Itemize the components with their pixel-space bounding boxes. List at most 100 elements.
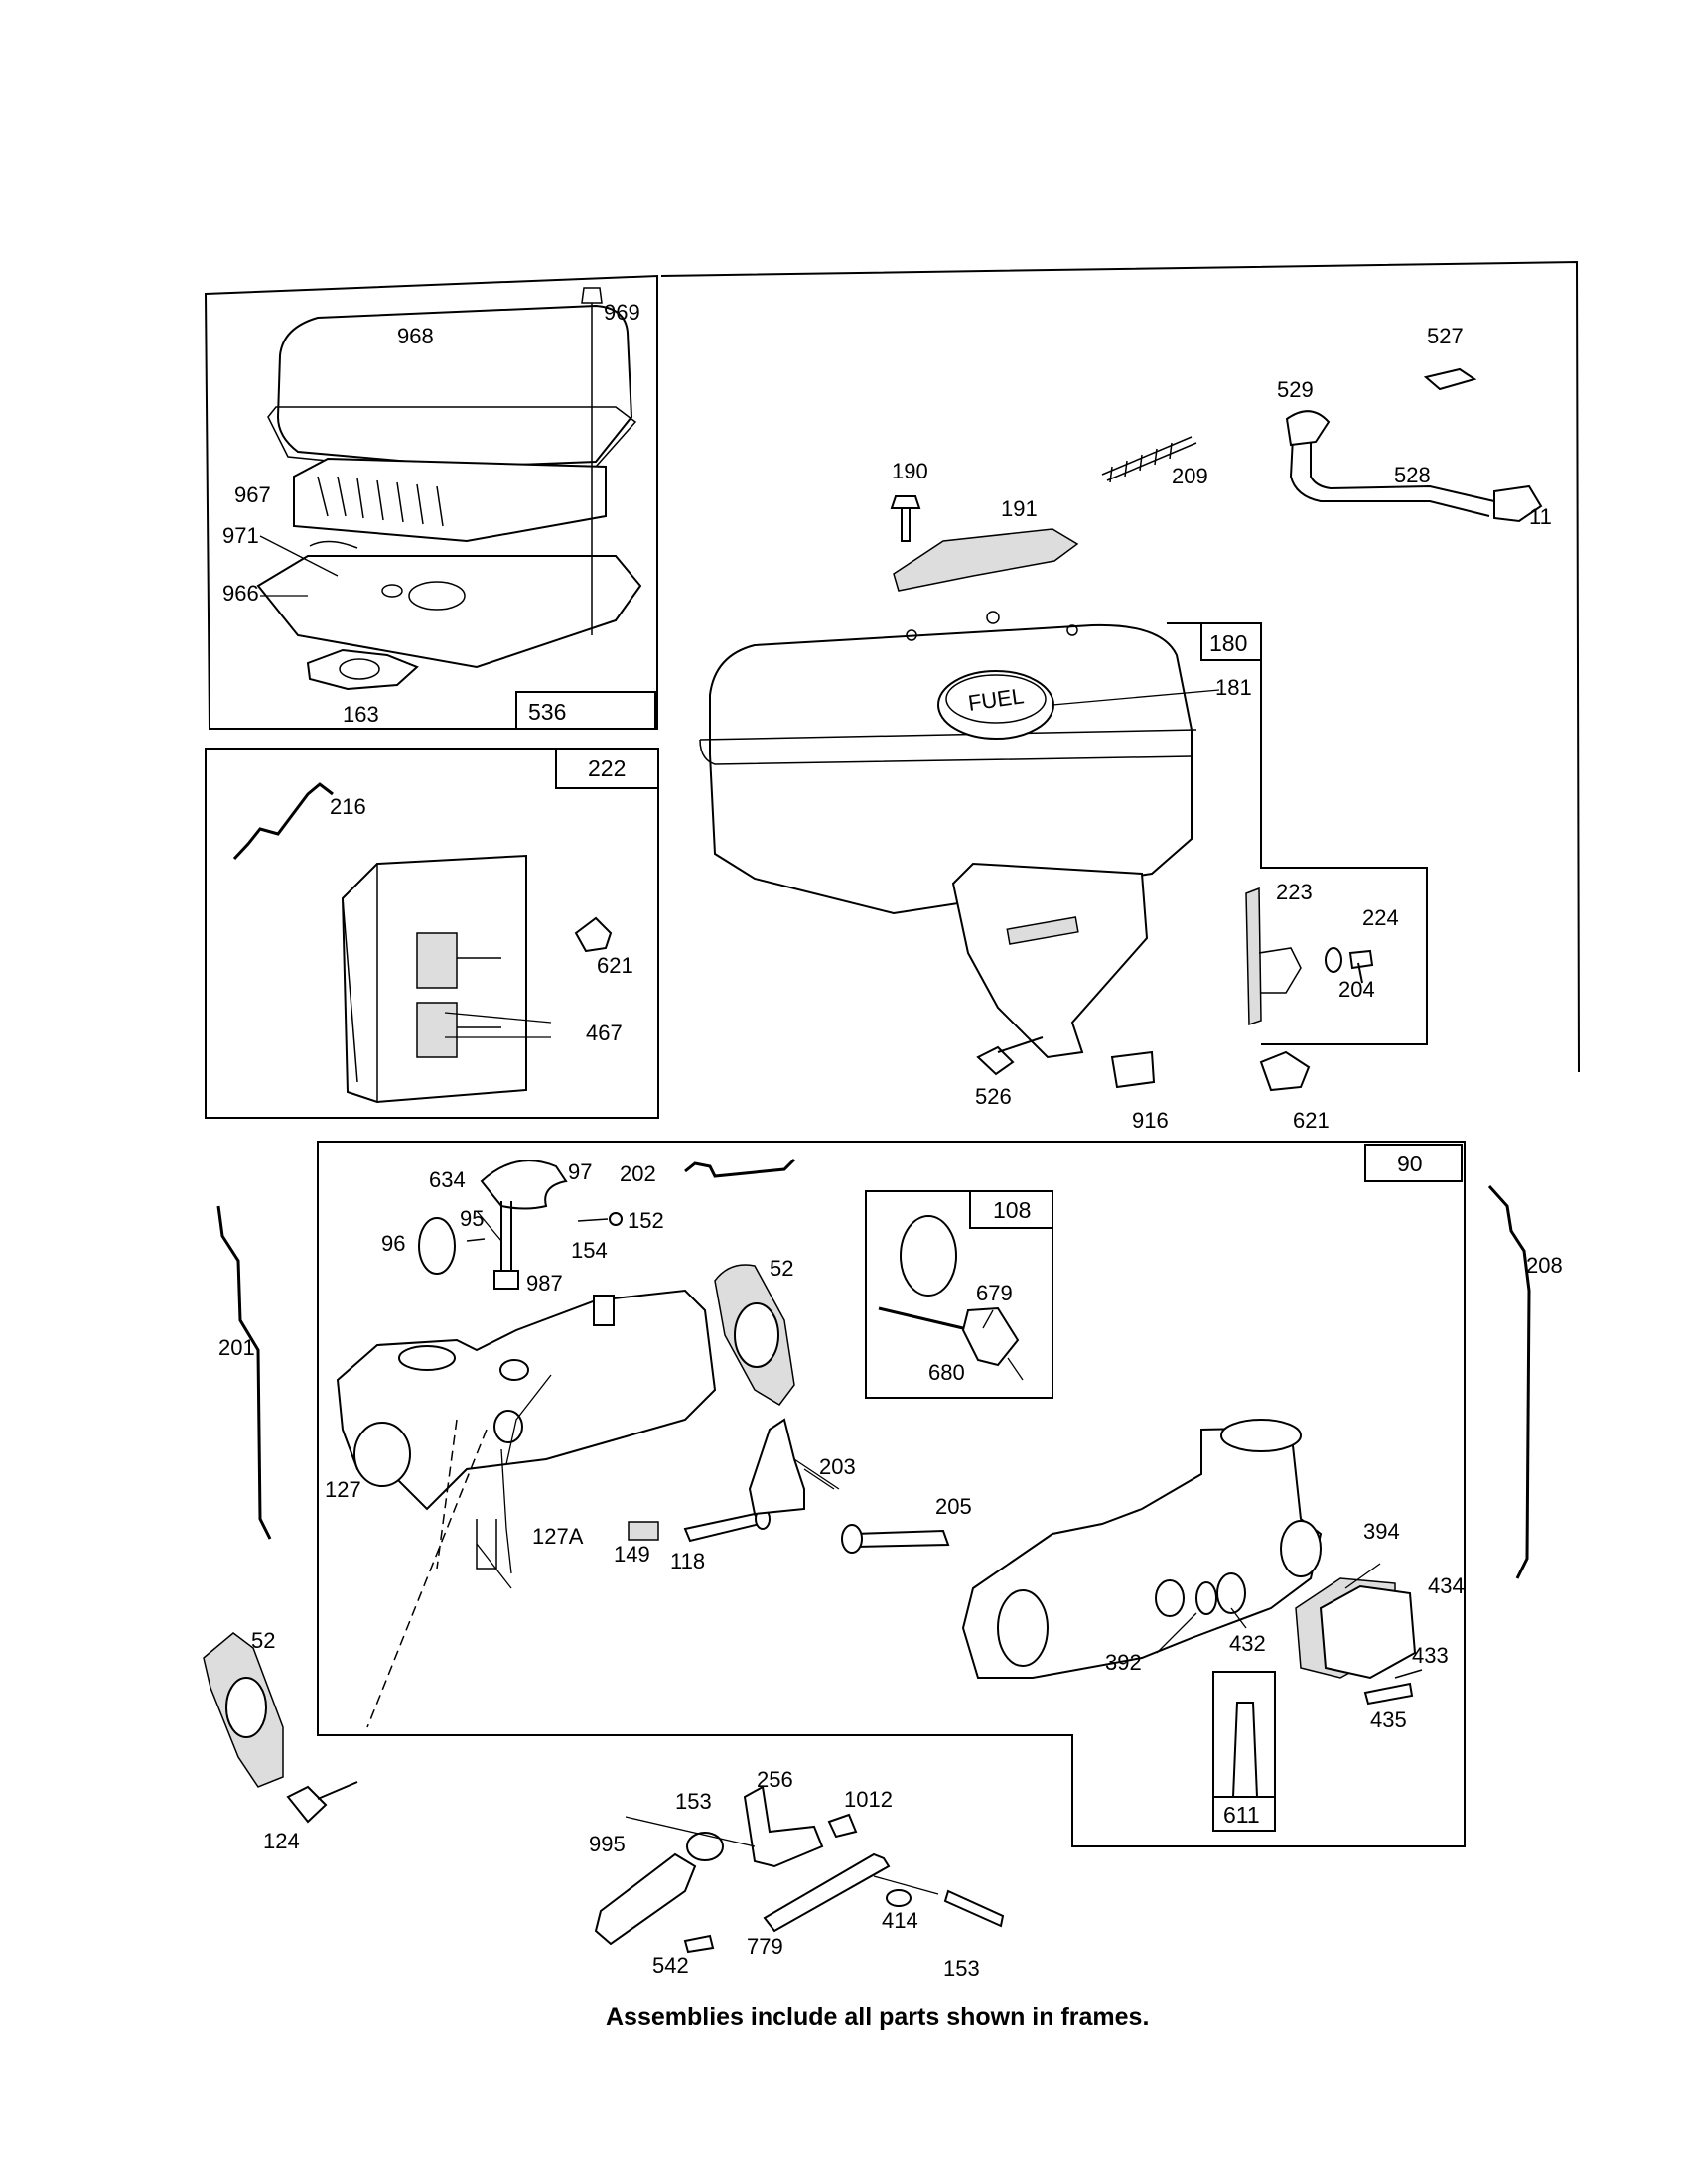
washer-414 <box>886 1889 912 1907</box>
frame-108 <box>865 1190 1053 1399</box>
part-label-152: 152 <box>628 1208 664 1233</box>
clip-527 <box>1423 367 1477 391</box>
assembly-180-label: 180 <box>1209 630 1247 656</box>
rod-208 <box>1487 1184 1531 1579</box>
part-label-127a: 127A <box>532 1524 584 1549</box>
assembly-222-parts <box>232 782 613 1104</box>
part-label-621-a: 621 <box>597 953 633 978</box>
part-label-621-b: 621 <box>1293 1108 1330 1133</box>
frame-536 <box>204 274 658 730</box>
part-label-205: 205 <box>935 1494 972 1519</box>
clip-916 <box>1110 1050 1156 1089</box>
throttle-plate-97 <box>480 1160 568 1210</box>
part-label-680: 680 <box>928 1360 965 1385</box>
part-label-435: 435 <box>1370 1707 1407 1732</box>
part-label-118: 118 <box>670 1549 705 1573</box>
part-label-968: 968 <box>397 324 434 348</box>
frame-180 <box>1167 622 1428 1045</box>
screw-435 <box>1363 1682 1414 1706</box>
part-label-191: 191 <box>1001 496 1038 521</box>
part-label-202: 202 <box>620 1161 656 1186</box>
bushing-153 <box>686 1832 724 1861</box>
screw-542 <box>683 1934 715 1954</box>
diaphragm-108 <box>900 1215 957 1297</box>
part-label-971: 971 <box>222 523 259 548</box>
carburetor-body-alt <box>961 1426 1323 1679</box>
air-cleaner-assembly <box>256 287 642 691</box>
assembly-labels: 536 222 180 90 108 611 <box>528 630 1423 1828</box>
part-label-124: 124 <box>263 1829 300 1853</box>
part-label-163: 163 <box>343 702 379 727</box>
part-label-995: 995 <box>589 1832 626 1856</box>
screw-1012 <box>827 1813 858 1839</box>
part-label-394: 394 <box>1363 1519 1400 1544</box>
lever-779 <box>763 1852 891 1933</box>
gasket-163 <box>306 648 419 691</box>
bolt-526 <box>976 1036 1044 1076</box>
part-label-527: 527 <box>1427 324 1464 348</box>
part-label-209: 209 <box>1172 464 1208 488</box>
air-filter-element <box>293 457 607 543</box>
governor-parts <box>203 1632 1005 1954</box>
part-label-153-b: 153 <box>943 1956 980 1980</box>
part-label-529: 529 <box>1277 377 1314 402</box>
screw-433 <box>1394 1669 1423 1679</box>
part-label-96: 96 <box>381 1231 405 1256</box>
part-label-204: 204 <box>1338 977 1375 1002</box>
screw-190 <box>890 495 921 542</box>
part-label-1012: 1012 <box>844 1787 893 1812</box>
part-label-969: 969 <box>604 300 640 325</box>
needle-679 <box>878 1306 964 1330</box>
part-label-256: 256 <box>757 1767 793 1792</box>
part-label-95: 95 <box>460 1206 484 1231</box>
pin-205 <box>852 1529 950 1549</box>
part-label-190: 190 <box>892 459 928 483</box>
part-label-181: 181 <box>1215 675 1252 700</box>
throttle-shaft-987 <box>500 1201 512 1281</box>
part-label-916: 916 <box>1132 1108 1169 1133</box>
air-cleaner-cover <box>276 304 633 469</box>
frame-90-tag <box>1364 1144 1463 1182</box>
part-label-216: 216 <box>330 794 366 819</box>
part-labels: 969 968 967 971 966 163 216 621 467 527 … <box>218 300 1563 1980</box>
part-label-634: 634 <box>429 1167 466 1192</box>
part-label-467: 467 <box>586 1021 623 1045</box>
assembly-536-label: 536 <box>528 699 566 725</box>
grommet-11 <box>1493 484 1543 523</box>
oring-432 <box>1216 1572 1246 1614</box>
part-label-201: 201 <box>218 1335 255 1360</box>
part-label-434: 434 <box>1428 1573 1465 1598</box>
screw-969 <box>581 287 603 635</box>
part-label-433: 433 <box>1412 1643 1449 1668</box>
part-label-432: 432 <box>1229 1631 1266 1656</box>
carburetor-assembly <box>216 1158 1531 1798</box>
fuel-tank <box>709 623 1193 915</box>
assembly-90-label: 90 <box>1397 1151 1423 1176</box>
part-label-52-b: 52 <box>251 1628 275 1653</box>
frame-536-tag <box>515 691 656 730</box>
part-label-966: 966 <box>222 581 259 606</box>
part-label-127: 127 <box>325 1477 361 1502</box>
part-label-528: 528 <box>1394 463 1431 487</box>
link-202 <box>684 1158 796 1178</box>
plate-191 <box>893 528 1079 592</box>
frame-90 <box>317 1141 1466 1847</box>
assembly-frames <box>204 260 1580 1847</box>
part-label-52-a: 52 <box>770 1256 793 1281</box>
lever-203 <box>748 1418 805 1516</box>
part-label-526: 526 <box>975 1084 1012 1109</box>
fuel-tank-assembly: FUEL <box>699 367 1543 1092</box>
oring-392 <box>1195 1581 1217 1615</box>
plate-995 <box>594 1852 697 1946</box>
part-label-97: 97 <box>568 1160 592 1184</box>
clip-621-b <box>1259 1050 1311 1092</box>
washer-204 <box>1325 947 1342 973</box>
rod-201 <box>216 1205 272 1540</box>
frame-fuel-tank <box>660 260 1580 1073</box>
part-label-967: 967 <box>234 482 271 507</box>
part-label-208: 208 <box>1526 1253 1563 1278</box>
part-label-679: 679 <box>976 1281 1013 1305</box>
part-label-224: 224 <box>1362 905 1399 930</box>
bracket-223 <box>1245 887 1262 1026</box>
part-label-392: 392 <box>1105 1650 1142 1675</box>
